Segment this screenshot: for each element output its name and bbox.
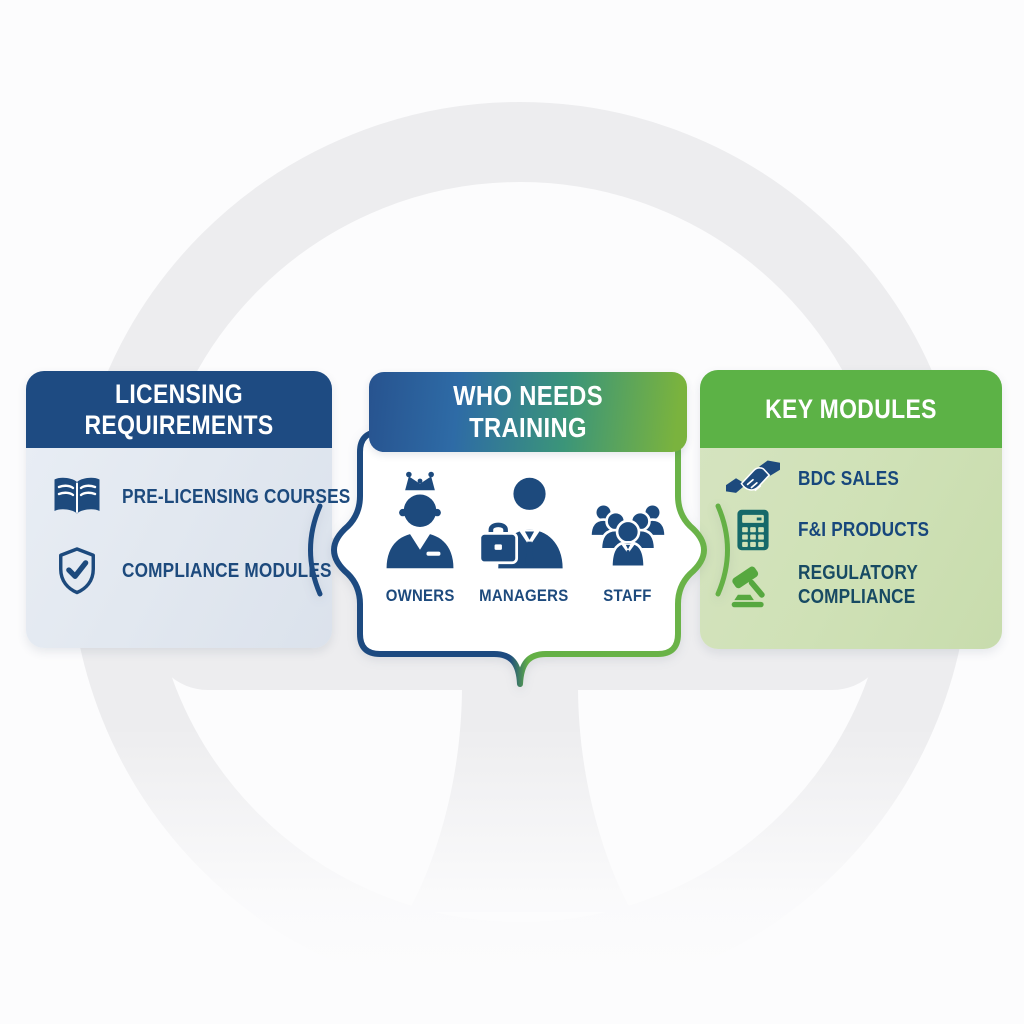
list-item-label: PRE-LICENSING COURSES (122, 485, 351, 508)
panel-licensing-body: PRE-LICENSING COURSES COMPLIANCE MODULES (26, 448, 350, 596)
manager-briefcase-icon (476, 469, 572, 577)
list-item-label: BDC SALES (798, 467, 900, 490)
panel-licensing-header: LICENSING REQUIREMENTS (26, 371, 332, 448)
role-label: OWNERS (385, 586, 455, 605)
panel-licensing-title: LICENSING REQUIREMENTS (84, 378, 274, 440)
panel-training-header: WHO NEEDS TRAINING (369, 372, 687, 452)
shield-check-icon (48, 546, 106, 596)
role-managers: MANAGERS (474, 469, 574, 606)
role-label: MANAGERS (479, 586, 569, 605)
handshake-icon (724, 459, 782, 499)
panel-training-title: WHO NEEDS TRAINING (453, 380, 603, 443)
panel-licensing: LICENSING REQUIREMENTS (26, 371, 350, 648)
owner-crown-icon (377, 468, 463, 577)
panel-modules: KEY MODULES BDC SALES (700, 370, 1002, 649)
wheel-fade-overlay (0, 726, 1024, 1024)
open-book-icon (48, 475, 106, 519)
list-item: REGULATORY COMPLIANCE (724, 561, 1002, 609)
list-item-label: F&I PRODUCTS (798, 518, 930, 541)
brace-right-echo-arc (715, 503, 730, 597)
list-item: PRE-LICENSING COURSES (48, 475, 350, 519)
panel-modules-header: KEY MODULES (700, 370, 1002, 448)
list-item-label: REGULATORY COMPLIANCE (798, 561, 918, 608)
brace-left-echo-arc (308, 503, 323, 597)
role-owners: OWNERS (370, 468, 470, 606)
panel-training-body: OWNERS MANAGERS (366, 456, 682, 606)
staff-group-icon (584, 495, 672, 577)
list-item: F&I PRODUCTS (724, 508, 1002, 552)
role-staff: STAFF (578, 495, 678, 606)
panel-modules-body: BDC SALES F&I PRODUCTS (700, 448, 1002, 609)
list-item: COMPLIANCE MODULES (48, 546, 332, 596)
list-item-label: COMPLIANCE MODULES (122, 559, 332, 582)
list-item: BDC SALES (724, 459, 1002, 499)
panel-modules-title: KEY MODULES (765, 393, 937, 424)
calculator-icon (724, 508, 782, 552)
role-label: STAFF (603, 586, 653, 605)
gavel-icon (724, 561, 782, 609)
